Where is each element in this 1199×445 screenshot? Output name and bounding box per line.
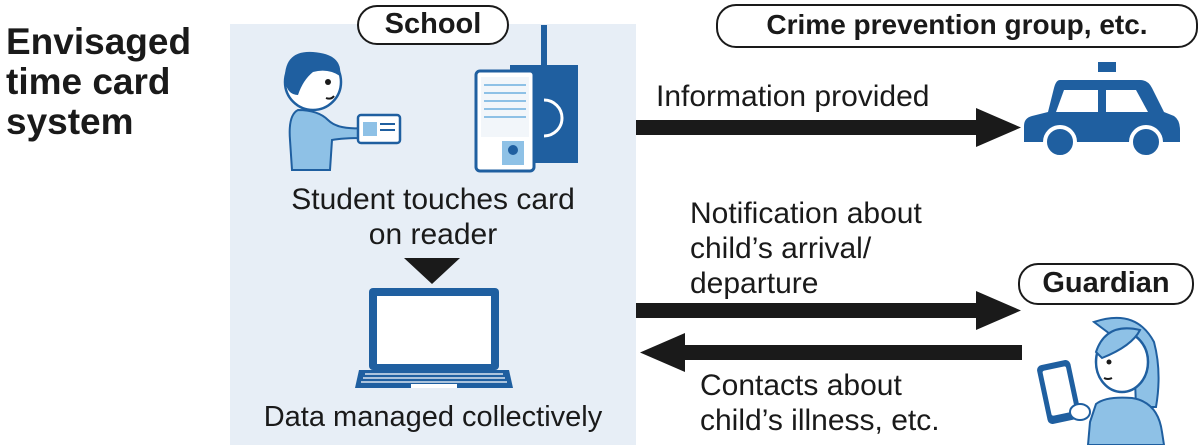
contacts-arrow [640, 333, 1022, 372]
school-node-label: School [357, 5, 509, 45]
down-arrow [404, 258, 460, 284]
notification-label: Notification about child’s arrival/ depa… [690, 197, 922, 300]
student-icon [283, 51, 402, 171]
contacts-label: Contacts about child’s illness, etc. [700, 369, 940, 437]
notification-arrow [636, 291, 1021, 330]
diagram-title: Envisaged time card system [6, 21, 192, 142]
guardian-icon [1037, 317, 1166, 445]
data-managed-label: Data managed collectively [263, 401, 603, 433]
card-touch-label: Student touches card on reader [291, 183, 575, 251]
card-reader-icon [474, 25, 578, 173]
laptop-icon [355, 288, 513, 388]
guardian-node-label: Guardian [1018, 263, 1194, 305]
crime-group-node-label: Crime prevention group, etc. [716, 4, 1198, 48]
info-provided-arrow [636, 108, 1021, 147]
police-car-icon [1024, 62, 1180, 159]
info-provided-label: Information provided [656, 80, 930, 113]
